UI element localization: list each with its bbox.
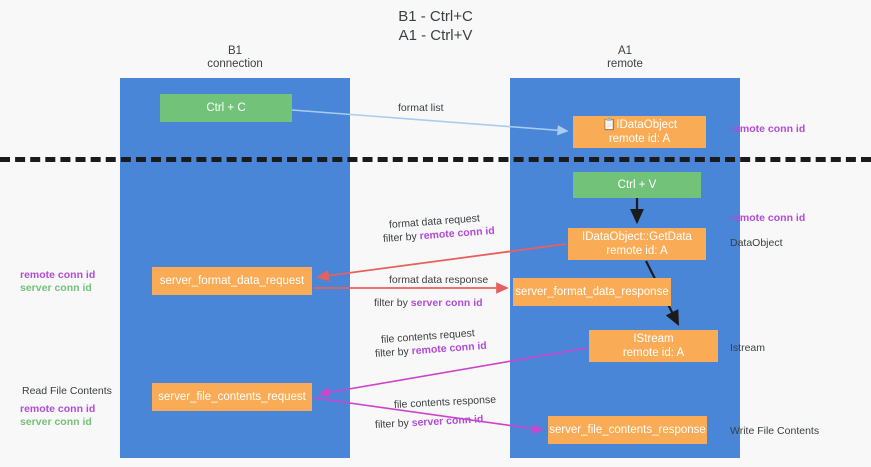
flow-label-format-data-response-text: format data response [389,274,489,286]
node-server-file-contents-request[interactable]: server_file_contents_request [152,383,312,411]
node-server-format-data-request[interactable]: server_format_data_request [152,267,312,295]
section-divider [0,157,871,162]
filter-key-remote-conn-id: remote conn id [419,224,496,243]
node-server-file-contents-response[interactable]: server_file_contents_response [548,416,707,444]
flow-label-format-list: format list [398,101,444,115]
annotation-istream: Istream [730,342,766,354]
title-line-1: B1 - Ctrl+C [398,8,473,25]
node-istream-remote-id: remote id: A [622,347,685,359]
annotation-left-remote-conn-id-mid: remote conn id [20,269,96,281]
filter-key-server-conn-id: server conn id [411,413,484,430]
node-idataobject-getdata[interactable]: IDataObject::GetData remote id: A [568,228,706,260]
node-istream-title: IStream [633,333,674,345]
node-server-format-data-response-label: server_format_data_response [515,286,669,298]
annotation-remote-conn-id-mid: remote conn id [730,212,806,224]
node-ctrl-c[interactable]: Ctrl + C [160,94,292,122]
node-idataobject[interactable]: 📋IDataObject remote id: A [573,116,706,148]
column-header-b1-role: connection [207,58,263,70]
filter-key-server-conn-id: server conn id [410,297,483,309]
node-server-file-contents-request-label: server_file_contents_request [158,391,306,403]
flow-label-format-data-response: format data response [389,273,488,287]
node-ctrl-v[interactable]: Ctrl + V [573,172,701,198]
node-idataobject-remote-id: remote id: A [608,133,671,145]
node-server-file-contents-response-label: server_file_contents_response [549,424,706,436]
node-istream[interactable]: IStream remote id: A [589,330,718,362]
node-ctrl-v-label: Ctrl + V [617,179,657,191]
filter-prefix: filter by [374,417,413,431]
node-getdata-remote-id: remote id: A [606,245,668,257]
column-header-b1-name: B1 [227,45,243,57]
flow-label-file-contents-response: file contents response [394,393,497,412]
column-header-a1: A1 remote [510,45,740,71]
annotation-left-server-conn-id-bottom: server conn id [20,416,92,428]
annotation-read-file-contents: Read File Contents [22,385,112,397]
annotation-remote-conn-id-top: remote conn id [730,123,806,135]
flow-label-format-data-response-filter: filter by server conn id [374,296,483,310]
annotation-dataobject: DataObject [730,237,783,249]
annotation-left-server-conn-id-mid: server conn id [20,282,92,294]
flow-label-file-contents-response-text: file contents response [393,393,497,411]
annotation-left-remote-conn-id-bottom: remote conn id [20,403,96,415]
node-idataobject-title: 📋IDataObject [601,119,678,131]
filter-prefix: filter by [374,297,411,309]
annotation-write-file-contents: Write File Contents [730,425,820,437]
flow-label-file-contents-response-filter: filter by server conn id [375,412,484,432]
node-server-format-data-request-label: server_format_data_request [159,275,305,287]
filter-key-remote-conn-id: remote conn id [411,339,488,358]
flow-label-format-list-text: format list [398,102,444,114]
node-getdata-title: IDataObject::GetData [582,231,692,243]
column-header-a1-role: remote [607,58,643,70]
title-line-2: A1 - Ctrl+V [398,27,473,44]
node-server-format-data-response[interactable]: server_format_data_response [513,278,671,306]
column-header-a1-name: A1 [617,45,633,57]
column-header-b1: B1 connection [120,45,350,71]
node-ctrl-c-label: Ctrl + C [206,102,246,114]
filter-prefix: filter by [374,345,413,360]
filter-prefix: filter by [382,230,421,245]
page-title: B1 - Ctrl+C A1 - Ctrl+V [0,7,871,45]
